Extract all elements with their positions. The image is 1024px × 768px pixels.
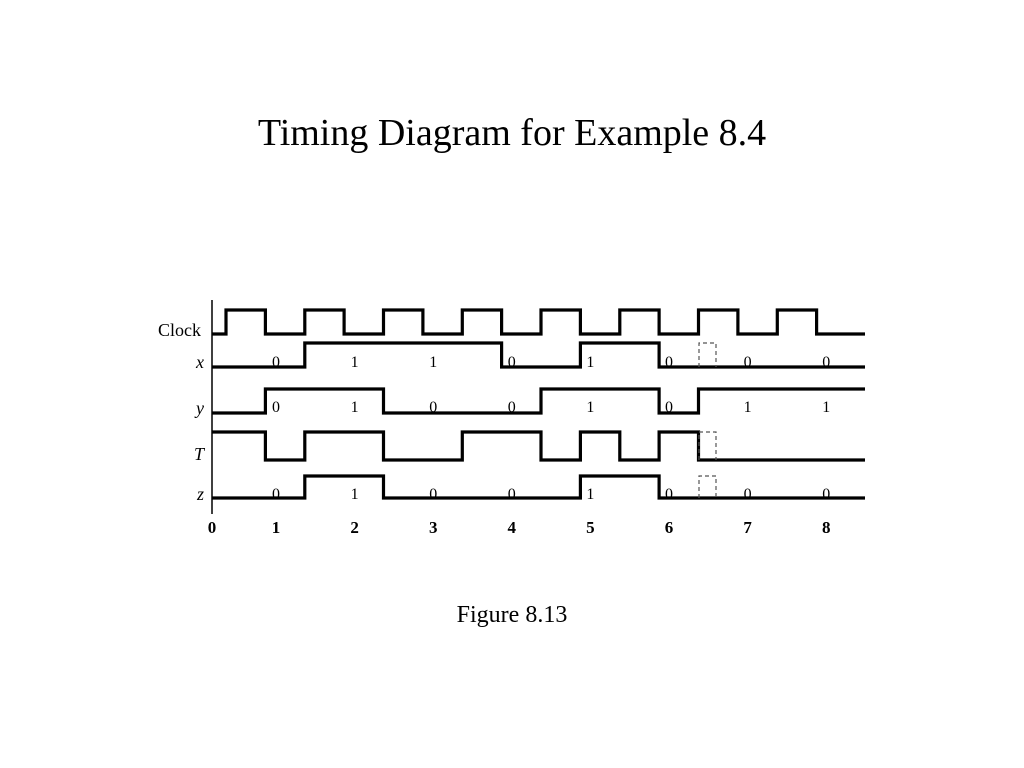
time-tick-label: 5: [586, 518, 595, 537]
signal-z: z 0 1 0 0 1 0 0 0: [196, 474, 865, 504]
bit-label-x-7: 0: [744, 354, 752, 371]
waveform-y: [212, 387, 865, 415]
signal-clock: Clock: [158, 308, 865, 340]
glitch-marker-layer: [698, 342, 717, 498]
signal-label-y: y: [194, 398, 204, 418]
time-tick-label: 7: [743, 518, 752, 537]
bit-label-x-3: 1: [429, 354, 437, 371]
bit-label-y-4: 0: [508, 399, 516, 416]
time-tick-label: 8: [822, 518, 831, 537]
waveform-clock: [212, 308, 865, 336]
bit-label-z-5: 1: [586, 486, 594, 503]
bit-label-y-8: 1: [822, 399, 830, 416]
signal-y: y 0 1 0 0 1 0 1 1: [194, 387, 865, 418]
bit-label-z-8: 0: [822, 486, 830, 503]
bit-label-x-1: 0: [272, 354, 280, 371]
bit-label-y-7: 1: [744, 399, 752, 416]
bit-label-y-2: 1: [351, 399, 359, 416]
slide-title: Timing Diagram for Example 8.4: [257, 112, 767, 154]
time-tick-label: 3: [429, 518, 438, 537]
time-tick-label: 6: [665, 518, 674, 537]
bit-label-z-1: 0: [272, 486, 280, 503]
signal-x: x 0 1 1 0 1 0 0 0: [195, 341, 865, 372]
bit-label-z-2: 1: [351, 486, 359, 503]
bit-label-y-3: 0: [429, 399, 437, 416]
waveform-x: [212, 341, 865, 369]
glitch-marker-t: [698, 431, 717, 460]
bit-label-y-1: 0: [272, 399, 280, 416]
waveform-t: [212, 430, 865, 462]
bit-label-y-6: 0: [665, 399, 673, 416]
signal-label-clock: Clock: [158, 320, 201, 340]
time-tick-label: 2: [350, 518, 359, 537]
bit-label-z-3: 0: [429, 486, 437, 503]
waveform-z: [212, 474, 865, 500]
glitch-marker-z: [698, 475, 717, 498]
bit-label-x-6: 0: [665, 354, 673, 371]
bit-label-z-7: 0: [744, 486, 752, 503]
bit-label-z-4: 0: [508, 486, 516, 503]
time-tick-label: 4: [508, 518, 517, 537]
bit-label-x-2: 1: [351, 354, 359, 371]
figure-caption: Figure 8.13: [456, 602, 568, 628]
glitch-marker-x: [698, 342, 717, 367]
time-tick-label: 1: [272, 518, 281, 537]
bit-label-z-6: 0: [665, 486, 673, 503]
bit-label-x-4: 0: [508, 354, 516, 371]
signal-label-x: x: [195, 352, 204, 372]
time-axis: 0 1 2 3 4 5 6 7 8: [208, 518, 831, 537]
bit-label-y-5: 1: [586, 399, 594, 416]
signal-label-z: z: [196, 484, 204, 504]
bit-label-x-8: 0: [822, 354, 830, 371]
bit-label-x-5: 1: [586, 354, 594, 371]
signal-label-t: T: [194, 444, 206, 464]
signal-t: T: [194, 430, 865, 464]
time-tick-label: 0: [208, 518, 217, 537]
